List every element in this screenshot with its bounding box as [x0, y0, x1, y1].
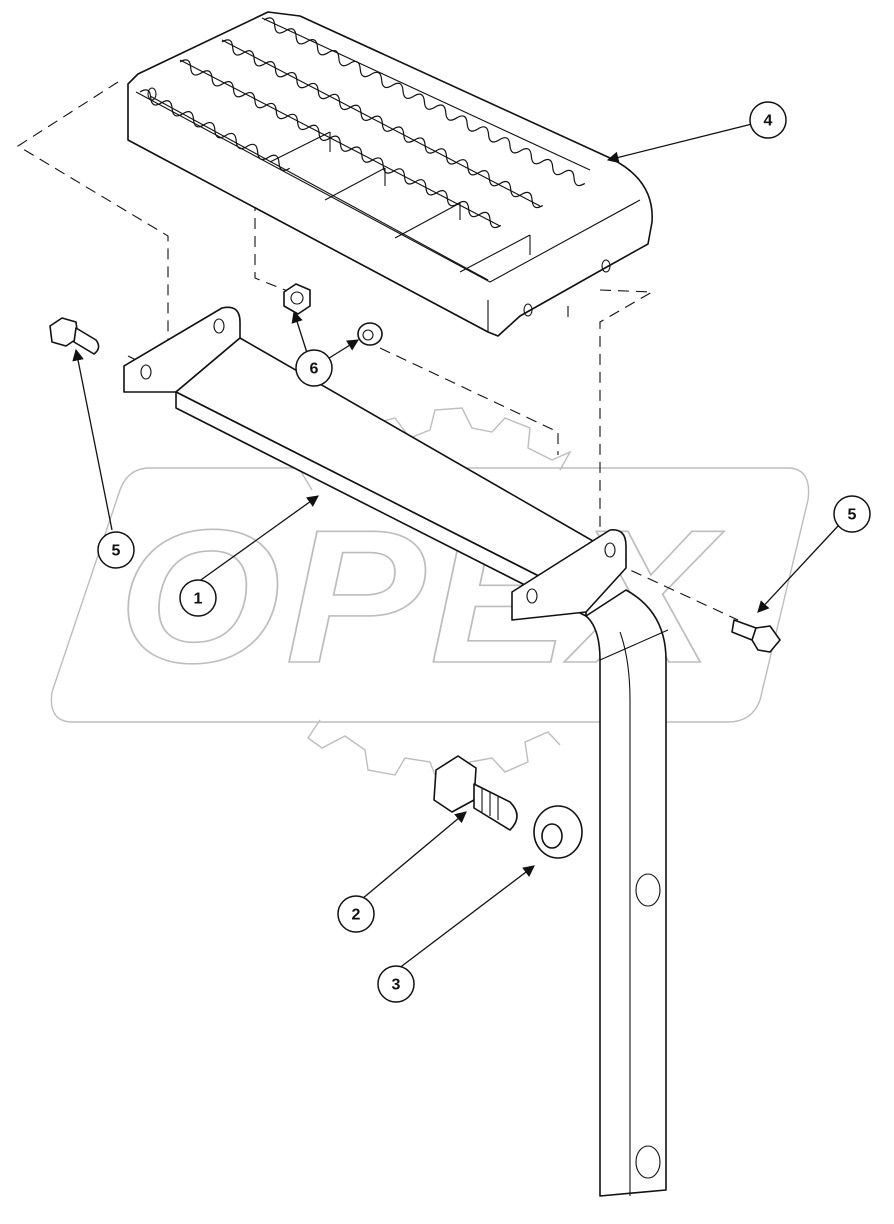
- watermark-plaque: [50, 467, 810, 723]
- assembly-lines: [16, 81, 739, 621]
- callout-4: 4: [749, 101, 787, 139]
- callout-6: 6: [295, 349, 333, 387]
- bolt-part: [433, 755, 518, 831]
- callout-6-label: 6: [310, 361, 319, 378]
- callout-2-label: 2: [352, 907, 361, 924]
- callout-5-left-label: 5: [112, 543, 121, 560]
- callout-3: 3: [377, 965, 415, 1003]
- leader-lines: [72, 123, 839, 973]
- bracket-part: [123, 306, 669, 1197]
- small-washer-part: [357, 322, 383, 346]
- callout-5-right: 5: [833, 495, 871, 533]
- nut-part: [283, 283, 311, 315]
- callout-2: 2: [337, 895, 375, 933]
- bolt-left-part: [49, 317, 100, 355]
- callout-4-label: 4: [764, 113, 773, 130]
- callout-1: 1: [179, 579, 217, 617]
- callout-1-label: 1: [194, 591, 203, 608]
- callout-5-right-label: 5: [848, 507, 857, 524]
- callout-3-label: 3: [392, 977, 401, 994]
- callout-5-left: 5: [97, 531, 135, 569]
- washer-part: [533, 805, 583, 859]
- step-tread-part: [127, 11, 653, 337]
- bolt-right-part: [731, 619, 781, 653]
